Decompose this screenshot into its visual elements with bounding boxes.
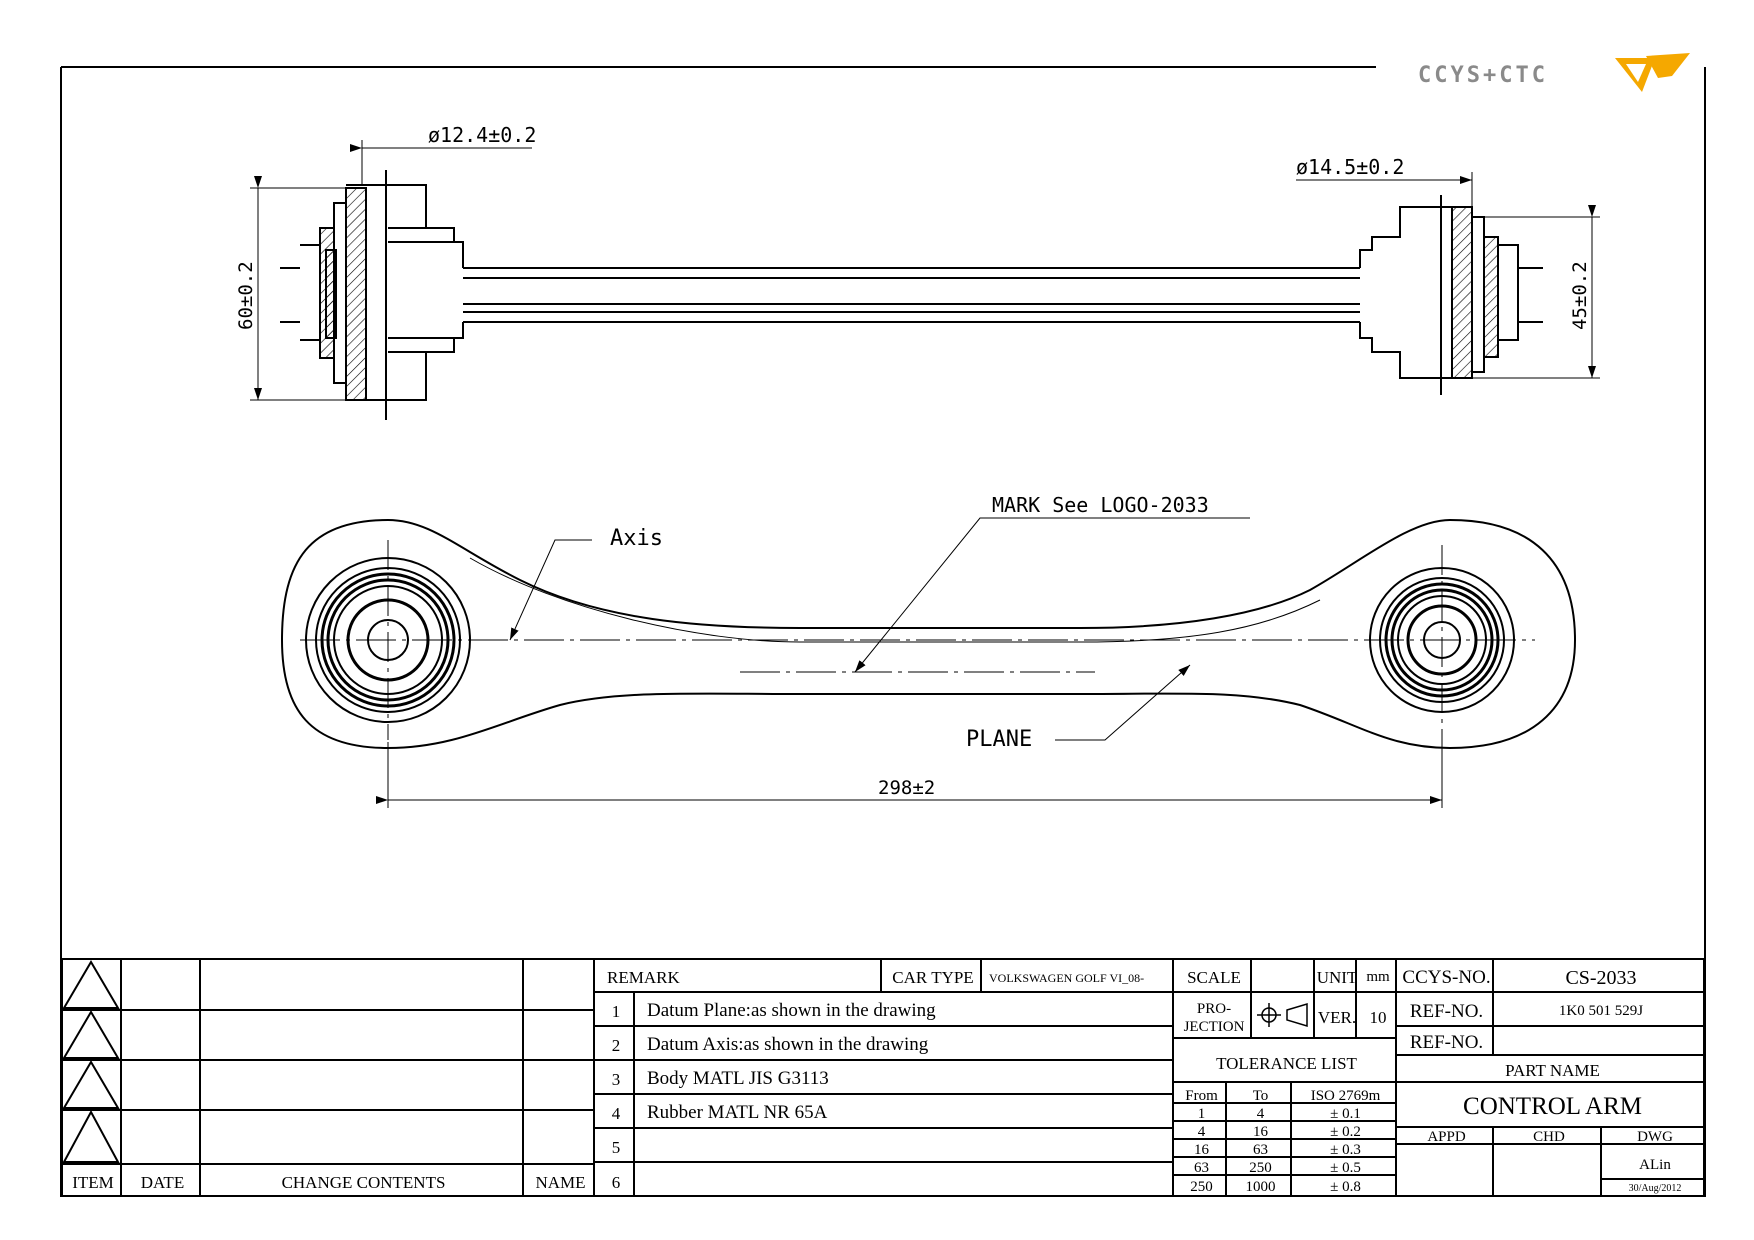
remark-title: REMARK bbox=[607, 968, 680, 987]
projection-label-top: PRO- bbox=[1196, 1001, 1232, 1017]
tolerance-to-5: 1000 bbox=[1245, 1179, 1276, 1195]
tolerance-to-3: 63 bbox=[1253, 1142, 1268, 1158]
side-view bbox=[250, 140, 1600, 420]
remark-text-1: Datum Plane:as shown in the drawing bbox=[647, 1000, 936, 1021]
unit-label: UNIT bbox=[1316, 968, 1358, 987]
title-block: ITEM DATE CHANGE CONTENTS NAME REMARK CA… bbox=[61, 958, 1705, 1197]
tolerance-from-1: 1 bbox=[1197, 1106, 1206, 1122]
tolerance-header-to: To bbox=[1252, 1088, 1269, 1104]
label-axis: Axis bbox=[610, 526, 663, 551]
projection-symbol-icon bbox=[1257, 1002, 1308, 1028]
dim-right-height: 45±0.2 bbox=[1569, 261, 1591, 330]
part-name-label: PART NAME bbox=[1505, 1061, 1600, 1080]
version-label: VER. bbox=[1317, 1008, 1357, 1027]
top-view bbox=[280, 517, 1577, 808]
tolerance-to-4: 250 bbox=[1249, 1160, 1272, 1176]
tolerance-from-5: 250 bbox=[1190, 1179, 1213, 1195]
rev-header-item: ITEM bbox=[72, 1173, 114, 1192]
scale-label: SCALE bbox=[1187, 968, 1241, 987]
ccys-no-label: CCYS-NO. bbox=[1402, 967, 1491, 988]
tolerance-tol-2: ± 0.2 bbox=[1330, 1124, 1361, 1140]
tolerance-tol-3: ± 0.3 bbox=[1330, 1142, 1361, 1158]
remark-text-2: Datum Axis:as shown in the drawing bbox=[647, 1034, 929, 1055]
tolerance-header-from: From bbox=[1185, 1088, 1218, 1104]
dim-right-diameter: ø14.5±0.2 bbox=[1296, 155, 1404, 179]
approval-appd-label: APPD bbox=[1427, 1129, 1466, 1145]
company-logo: CCYS+CTC bbox=[1418, 53, 1690, 92]
approval-chd-label: CHD bbox=[1533, 1129, 1565, 1145]
tolerance-from-2: 4 bbox=[1197, 1124, 1206, 1140]
rev-header-name: NAME bbox=[535, 1173, 586, 1192]
part-name-value: CONTROL ARM bbox=[1463, 1093, 1642, 1120]
tolerance-tol-5: ± 0.8 bbox=[1330, 1179, 1361, 1195]
ccys-no-value: CS-2033 bbox=[1565, 967, 1637, 989]
svg-text:CCYS+CTC: CCYS+CTC bbox=[1418, 63, 1548, 88]
dim-left-diameter: ø12.4±0.2 bbox=[428, 123, 536, 147]
approval-date: 30/Aug/2012 bbox=[1628, 1183, 1682, 1194]
unit-value: mm bbox=[1366, 969, 1390, 985]
tolerance-tol-1: ± 0.1 bbox=[1330, 1106, 1361, 1122]
tolerance-to-2: 16 bbox=[1253, 1124, 1268, 1140]
remark-text-4: Rubber MATL NR 65A bbox=[647, 1102, 828, 1123]
label-plane: PLANE bbox=[966, 727, 1032, 752]
approval-dwg-label: DWG bbox=[1637, 1129, 1673, 1145]
approval-dwg-name: ALin bbox=[1639, 1157, 1671, 1173]
rev-header-date: DATE bbox=[140, 1173, 185, 1192]
title-block-grid bbox=[61, 958, 1705, 1197]
remark-no-1: 1 bbox=[611, 1002, 621, 1021]
tolerance-from-4: 63 bbox=[1194, 1160, 1209, 1176]
remark-no-6: 6 bbox=[611, 1173, 621, 1192]
dim-overall-length: 298±2 bbox=[878, 777, 935, 799]
tolerance-header-std: ISO 2769m bbox=[1310, 1088, 1381, 1104]
remark-no-2: 2 bbox=[611, 1036, 621, 1055]
tolerance-tol-4: ± 0.5 bbox=[1330, 1160, 1361, 1176]
ref-no-label-2: REF-NO. bbox=[1409, 1032, 1484, 1053]
version-value: 10 bbox=[1369, 1008, 1387, 1027]
ref-no-value-1: 1K0 501 529J bbox=[1558, 1003, 1644, 1019]
car-type-value: VOLKSWAGEN GOLF VI_08- bbox=[989, 971, 1145, 985]
tolerance-to-1: 4 bbox=[1256, 1106, 1265, 1122]
tolerance-from-3: 16 bbox=[1194, 1142, 1209, 1158]
rev-header-change: CHANGE CONTENTS bbox=[281, 1173, 446, 1192]
dim-left-height: 60±0.2 bbox=[235, 261, 257, 330]
projection-label-bottom: JECTION bbox=[1183, 1019, 1245, 1035]
remark-no-5: 5 bbox=[611, 1138, 621, 1157]
remark-no-3: 3 bbox=[611, 1070, 621, 1089]
remark-text-3: Body MATL JIS G3113 bbox=[647, 1068, 829, 1089]
label-mark: MARK See LOGO-2033 bbox=[992, 493, 1209, 517]
remark-no-4: 4 bbox=[611, 1104, 621, 1123]
ref-no-label-1: REF-NO. bbox=[1409, 1001, 1484, 1022]
car-type-label: CAR TYPE bbox=[892, 968, 974, 987]
tolerance-title: TOLERANCE LIST bbox=[1216, 1054, 1357, 1073]
